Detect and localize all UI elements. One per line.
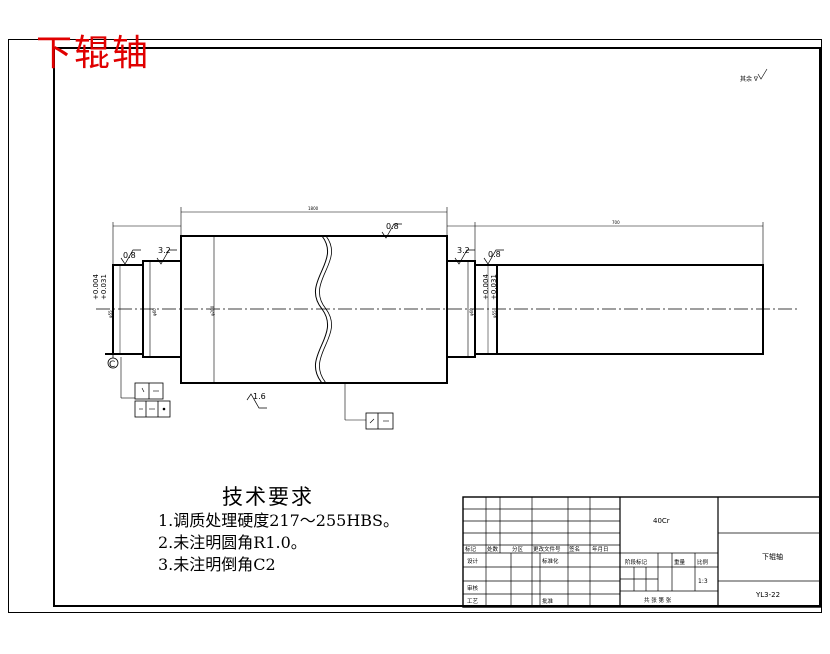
svg-text:φ55: φ55 (108, 310, 113, 318)
requirement-item-3: 3.未注明倒角C2 (158, 555, 276, 574)
svg-text:φ55: φ55 (492, 310, 497, 318)
tolerance-frame-left-bottom (134, 400, 171, 418)
svg-text:分区: 分区 (512, 545, 524, 553)
svg-text:阶段标记: 阶段标记 (625, 558, 648, 566)
tolerance-frame-right (365, 412, 394, 430)
svg-text:0.8: 0.8 (123, 251, 136, 260)
drawing-frame (53, 47, 821, 607)
break-line (315, 235, 329, 384)
svg-text:3.2: 3.2 (158, 246, 171, 255)
svg-text:0.8: 0.8 (488, 250, 501, 259)
svg-text:标记: 标记 (465, 545, 477, 553)
svg-text:处数: 处数 (487, 545, 499, 553)
svg-text:重量: 重量 (674, 558, 686, 566)
svg-text:+0.004: +0.004 (92, 274, 100, 300)
drawing-number: YL3-22 (755, 591, 780, 599)
requirements-title: 技术要求 (222, 485, 314, 509)
material-label: 40Cr (653, 517, 670, 525)
roller-body (180, 235, 448, 384)
svg-text:700: 700 (612, 220, 620, 225)
svg-text:设计: 设计 (467, 557, 479, 565)
svg-text:+0.031: +0.031 (490, 274, 498, 300)
svg-text:批准: 批准 (542, 597, 554, 605)
svg-text:共 张 第 张: 共 张 第 张 (644, 596, 672, 604)
title-block (462, 496, 822, 608)
top-right-roughness-note: 其余 ∇ (740, 75, 759, 83)
svg-text:1.6: 1.6 (253, 392, 266, 401)
svg-text:标准化: 标准化 (542, 557, 559, 565)
svg-text:φ60: φ60 (152, 308, 157, 316)
shaft-long-right (496, 264, 764, 355)
scale-value: 1:3 (698, 578, 708, 585)
svg-text:比例: 比例 (697, 558, 709, 566)
svg-text:φ200: φ200 (210, 305, 215, 316)
technical-requirements: 技术要求 1.调质处理硬度217～255HBS。 2.未注明圆角R1.0。 3.… (158, 484, 399, 576)
svg-text:φ60: φ60 (469, 308, 474, 316)
svg-text:更改文件号: 更改文件号 (533, 545, 561, 553)
part-name: 下辊轴 (762, 552, 783, 561)
drawing-annotations: 其余 ∇ +0.004 +0.031 +0.004 +0.031 0.8 3.2… (92, 75, 759, 401)
svg-text:年月日: 年月日 (592, 545, 609, 553)
requirement-item-1: 1.调质处理硬度217～255HBS。 (158, 511, 400, 530)
svg-text:工艺: 工艺 (467, 598, 479, 605)
drawing-stamp-title: 下辊轴 (36, 33, 151, 74)
svg-text:C: C (109, 360, 115, 370)
svg-text:0.8: 0.8 (386, 222, 399, 231)
svg-text:审核: 审核 (467, 584, 479, 592)
svg-text:1800: 1800 (308, 206, 319, 211)
drawing-sheet-border (8, 39, 822, 613)
requirement-item-2: 2.未注明圆角R1.0。 (158, 533, 307, 552)
shaft-end-left (112, 264, 144, 355)
svg-text:签名: 签名 (569, 545, 580, 553)
svg-text:+0.031: +0.031 (100, 274, 108, 300)
svg-text:3.2: 3.2 (457, 246, 470, 255)
svg-text:+0.004: +0.004 (482, 274, 490, 300)
